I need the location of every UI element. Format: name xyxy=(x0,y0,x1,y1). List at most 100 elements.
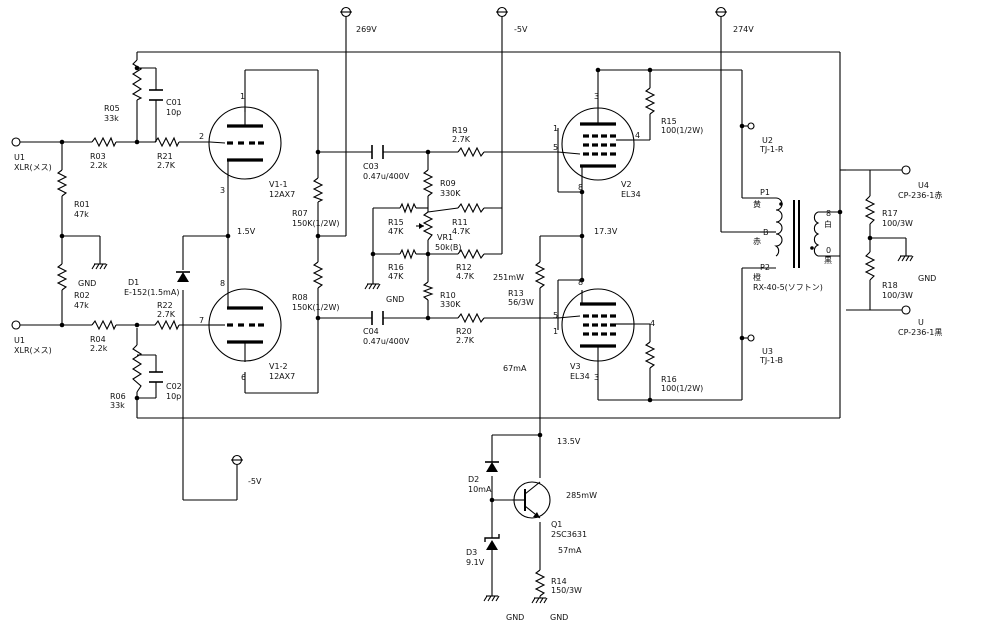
svg-text:2.2k: 2.2k xyxy=(90,161,108,170)
svg-text:橙: 橙 xyxy=(753,272,761,282)
resistor-r08: R08 150K(1/2W) xyxy=(292,261,340,312)
resistor-r04: R04 2.2k xyxy=(90,319,117,353)
resistor-r21: R21 2.7K xyxy=(154,136,180,170)
svg-text:47K: 47K xyxy=(388,227,404,236)
svg-text:2.7K: 2.7K xyxy=(456,336,475,345)
svg-text:33k: 33k xyxy=(104,114,119,123)
svg-text:C03: C03 xyxy=(363,162,379,171)
output-terminal-u2: U2 TJ-1-R xyxy=(747,122,784,154)
svg-text:R22: R22 xyxy=(157,301,173,310)
svg-text:1: 1 xyxy=(553,327,558,336)
svg-text:XLR(メス): XLR(メス) xyxy=(14,346,52,355)
resistor-r06: R06 33k xyxy=(110,344,143,410)
svg-text:R16: R16 xyxy=(388,263,404,272)
rail-minus5-top-label: -5V xyxy=(514,25,528,34)
resistor-r22: R22 2.7K xyxy=(154,301,180,331)
svg-text:P2: P2 xyxy=(760,263,770,272)
resistor-r11: R11 4.7K xyxy=(452,202,485,236)
svg-text:RX-40-5(ソフトン): RX-40-5(ソフトン) xyxy=(753,283,823,292)
ground-symbol-5: GND xyxy=(531,597,568,622)
svg-text:CP-236-1黒: CP-236-1黒 xyxy=(898,328,942,337)
svg-text:TJ-1-B: TJ-1-B xyxy=(759,356,783,365)
svg-text:D3: D3 xyxy=(466,548,477,557)
svg-text:B: B xyxy=(763,228,769,237)
svg-text:R21: R21 xyxy=(157,152,173,161)
output-terminal-u4: U4 CP-236-1赤 xyxy=(898,165,942,200)
input-jack-top: U1 XLR(メス) xyxy=(11,137,52,172)
svg-text:R04: R04 xyxy=(90,335,106,344)
svg-text:GND: GND xyxy=(550,613,568,622)
svg-text:白: 白 xyxy=(824,219,832,229)
resistor-r09: R09 330K xyxy=(422,169,461,198)
power-285mw: 285mW xyxy=(566,491,597,500)
svg-text:8: 8 xyxy=(578,183,583,192)
rail-minus5-top: -5V xyxy=(496,6,528,254)
svg-text:50k(B): 50k(B) xyxy=(435,243,462,252)
svg-text:黄: 黄 xyxy=(753,199,761,209)
svg-text:U2: U2 xyxy=(762,136,773,145)
svg-text:1: 1 xyxy=(553,124,558,133)
ground-symbol-4: GND xyxy=(483,595,524,622)
resistor-r07: R07 150K(1/2W) xyxy=(292,177,340,228)
wiring xyxy=(20,51,907,598)
svg-text:4.7K: 4.7K xyxy=(452,227,471,236)
resistor-r15a: R15 47K xyxy=(388,202,417,236)
capacitor-c02: C02 10p xyxy=(149,371,182,401)
svg-text:U1: U1 xyxy=(14,336,25,345)
current-67ma: 67mA xyxy=(503,364,527,373)
svg-text:4: 4 xyxy=(635,131,640,140)
svg-text:VR1: VR1 xyxy=(437,233,453,242)
tube-v1-2: 8 7 6 V1-2 12AX7 xyxy=(199,279,295,382)
tube-v2: 3 5 1 4 8 V2 EL34 xyxy=(553,92,641,199)
svg-text:2.7K: 2.7K xyxy=(452,135,471,144)
svg-text:R11: R11 xyxy=(452,218,468,227)
svg-text:Q1: Q1 xyxy=(551,520,562,529)
resistor-r10: R10 330K xyxy=(422,281,461,309)
svg-text:150K(1/2W): 150K(1/2W) xyxy=(292,303,340,312)
svg-text:56/3W: 56/3W xyxy=(508,298,534,307)
resistor-r12: R12 4.7K xyxy=(456,248,485,281)
svg-text:R15: R15 xyxy=(661,117,677,126)
svg-text:100(1/2W): 100(1/2W) xyxy=(661,126,703,135)
svg-text:V1-2: V1-2 xyxy=(269,362,288,371)
svg-text:9.1V: 9.1V xyxy=(466,558,485,567)
output-transformer: P1 黄 B 赤 P2 橙 8 白 0 黒 RX-40-5(ソフトン) xyxy=(753,188,832,292)
svg-text:R08: R08 xyxy=(292,293,308,302)
input-jack-bottom: U1 XLR(メス) xyxy=(11,320,52,355)
svg-text:100/3W: 100/3W xyxy=(882,219,913,228)
svg-text:GND: GND xyxy=(78,279,96,288)
svg-text:8: 8 xyxy=(220,279,225,288)
svg-text:100/3W: 100/3W xyxy=(882,291,913,300)
resistor-r17: R17 100/3W xyxy=(864,195,913,228)
rail-269v: 269V xyxy=(340,6,377,236)
resistor-r20: R20 2.7K xyxy=(456,312,485,345)
svg-text:150K(1/2W): 150K(1/2W) xyxy=(292,219,340,228)
capacitor-c01: C01 10p xyxy=(149,89,182,117)
svg-text:10mA: 10mA xyxy=(468,485,492,494)
rail-274v-label: 274V xyxy=(733,25,754,34)
svg-text:R14: R14 xyxy=(551,577,567,586)
resistor-r14: R14 150/3W xyxy=(534,569,582,597)
svg-text:5: 5 xyxy=(553,311,558,320)
svg-text:U1: U1 xyxy=(14,153,25,162)
rail-269v-label: 269V xyxy=(356,25,377,34)
svg-text:GND: GND xyxy=(506,613,524,622)
svg-text:D2: D2 xyxy=(468,475,479,484)
svg-text:7: 7 xyxy=(199,316,204,325)
svg-text:2.2k: 2.2k xyxy=(90,344,108,353)
svg-text:2.7K: 2.7K xyxy=(157,310,176,319)
svg-text:R05: R05 xyxy=(104,104,120,113)
svg-text:6: 6 xyxy=(241,373,246,382)
output-terminal-u3: U3 TJ-1-B xyxy=(747,334,783,365)
svg-text:R02: R02 xyxy=(74,291,90,300)
svg-text:12AX7: 12AX7 xyxy=(269,372,295,381)
svg-text:1: 1 xyxy=(240,92,245,101)
svg-text:E-152(1.5mA): E-152(1.5mA) xyxy=(124,288,179,297)
svg-text:TJ-1-R: TJ-1-R xyxy=(759,145,784,154)
tube-v1-1: 1 2 3 V1-1 12AX7 xyxy=(199,92,295,199)
svg-text:GND: GND xyxy=(386,295,404,304)
svg-text:C01: C01 xyxy=(166,98,182,107)
svg-text:XLR(メス): XLR(メス) xyxy=(14,163,52,172)
capacitor-c04: C04 0.47u/400V xyxy=(363,311,410,346)
svg-text:4.7K: 4.7K xyxy=(456,272,475,281)
